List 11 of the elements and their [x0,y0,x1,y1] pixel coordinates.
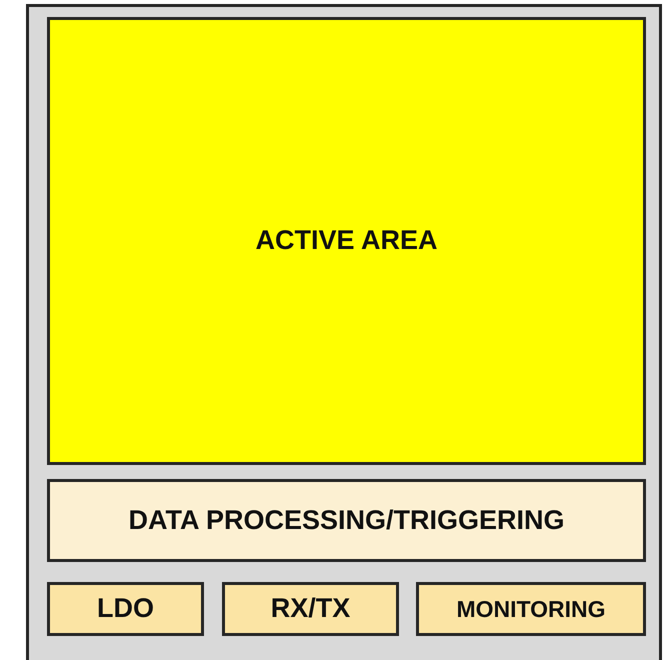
node-label: RX/TX [270,592,350,626]
node-label: ACTIVE AREA [255,224,438,258]
monitoring-box [416,582,646,636]
node-label: DATA PROCESSING/TRIGGERING [128,504,565,537]
ldo-box [47,582,204,636]
node-label: LDO [97,592,154,626]
node-label: MONITORING [456,594,606,624]
processing-box [47,479,646,562]
transceiver-box [222,582,399,636]
chip-outline [26,4,662,660]
active-area-box [47,17,646,465]
